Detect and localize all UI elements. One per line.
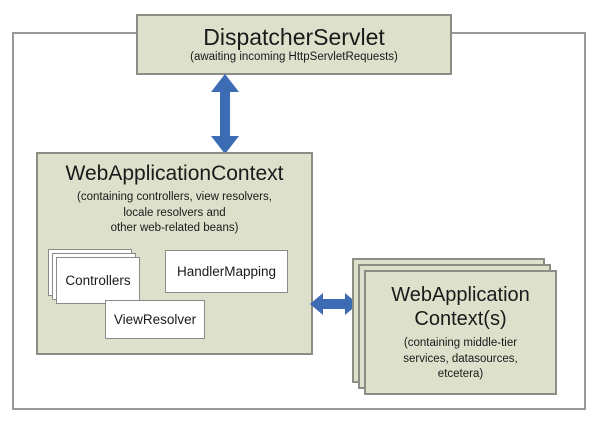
handler-mapping-label: HandlerMapping [176, 264, 277, 279]
root-contexts-title-line-1: WebApplication [391, 284, 530, 306]
view-resolver-box[interactable]: ViewResolver [105, 300, 205, 339]
root-contexts-subtitle-line-3: etcetera) [437, 368, 484, 381]
dispatcher-servlet-box[interactable]: DispatcherServlet (awaiting incoming Htt… [136, 14, 452, 75]
web-application-context-title: WebApplicationContext [65, 162, 284, 185]
root-contexts-subtitle-line-2: services, datasources, [403, 352, 518, 365]
dispatcher-servlet-subtitle: (awaiting incoming HttpServletRequests) [190, 50, 398, 63]
controllers-label: Controllers [65, 273, 131, 288]
web-application-context-subtitle: (containing controllers, view resolvers,… [38, 190, 311, 237]
handler-mapping-box[interactable]: HandlerMapping [165, 250, 288, 293]
root-contexts-subtitle: (containing middle-tier services, dataso… [366, 336, 555, 383]
web-application-context-subtitle-line-2: locale resolvers and [123, 206, 226, 219]
web-application-context-subtitle-line-1: (containing controllers, view resolvers, [77, 191, 272, 203]
root-contexts-title: WebApplication Context(s) [366, 283, 555, 332]
web-application-context-subtitle-line-3: other web-related beans) [110, 222, 239, 235]
root-contexts-subtitle-line-1: (containing middle-tier [403, 337, 518, 349]
root-contexts-title-line-2: Context(s) [414, 308, 507, 331]
controllers-box[interactable]: Controllers [56, 257, 140, 304]
webappcontext-to-rootcontexts-arrow [310, 289, 358, 319]
dispatcher-to-webappcontext-arrow [206, 74, 244, 154]
dispatcher-servlet-title: DispatcherServlet [203, 23, 385, 50]
root-web-application-contexts-box[interactable]: WebApplication Context(s) (containing mi… [364, 270, 557, 395]
view-resolver-label: ViewResolver [113, 312, 197, 327]
